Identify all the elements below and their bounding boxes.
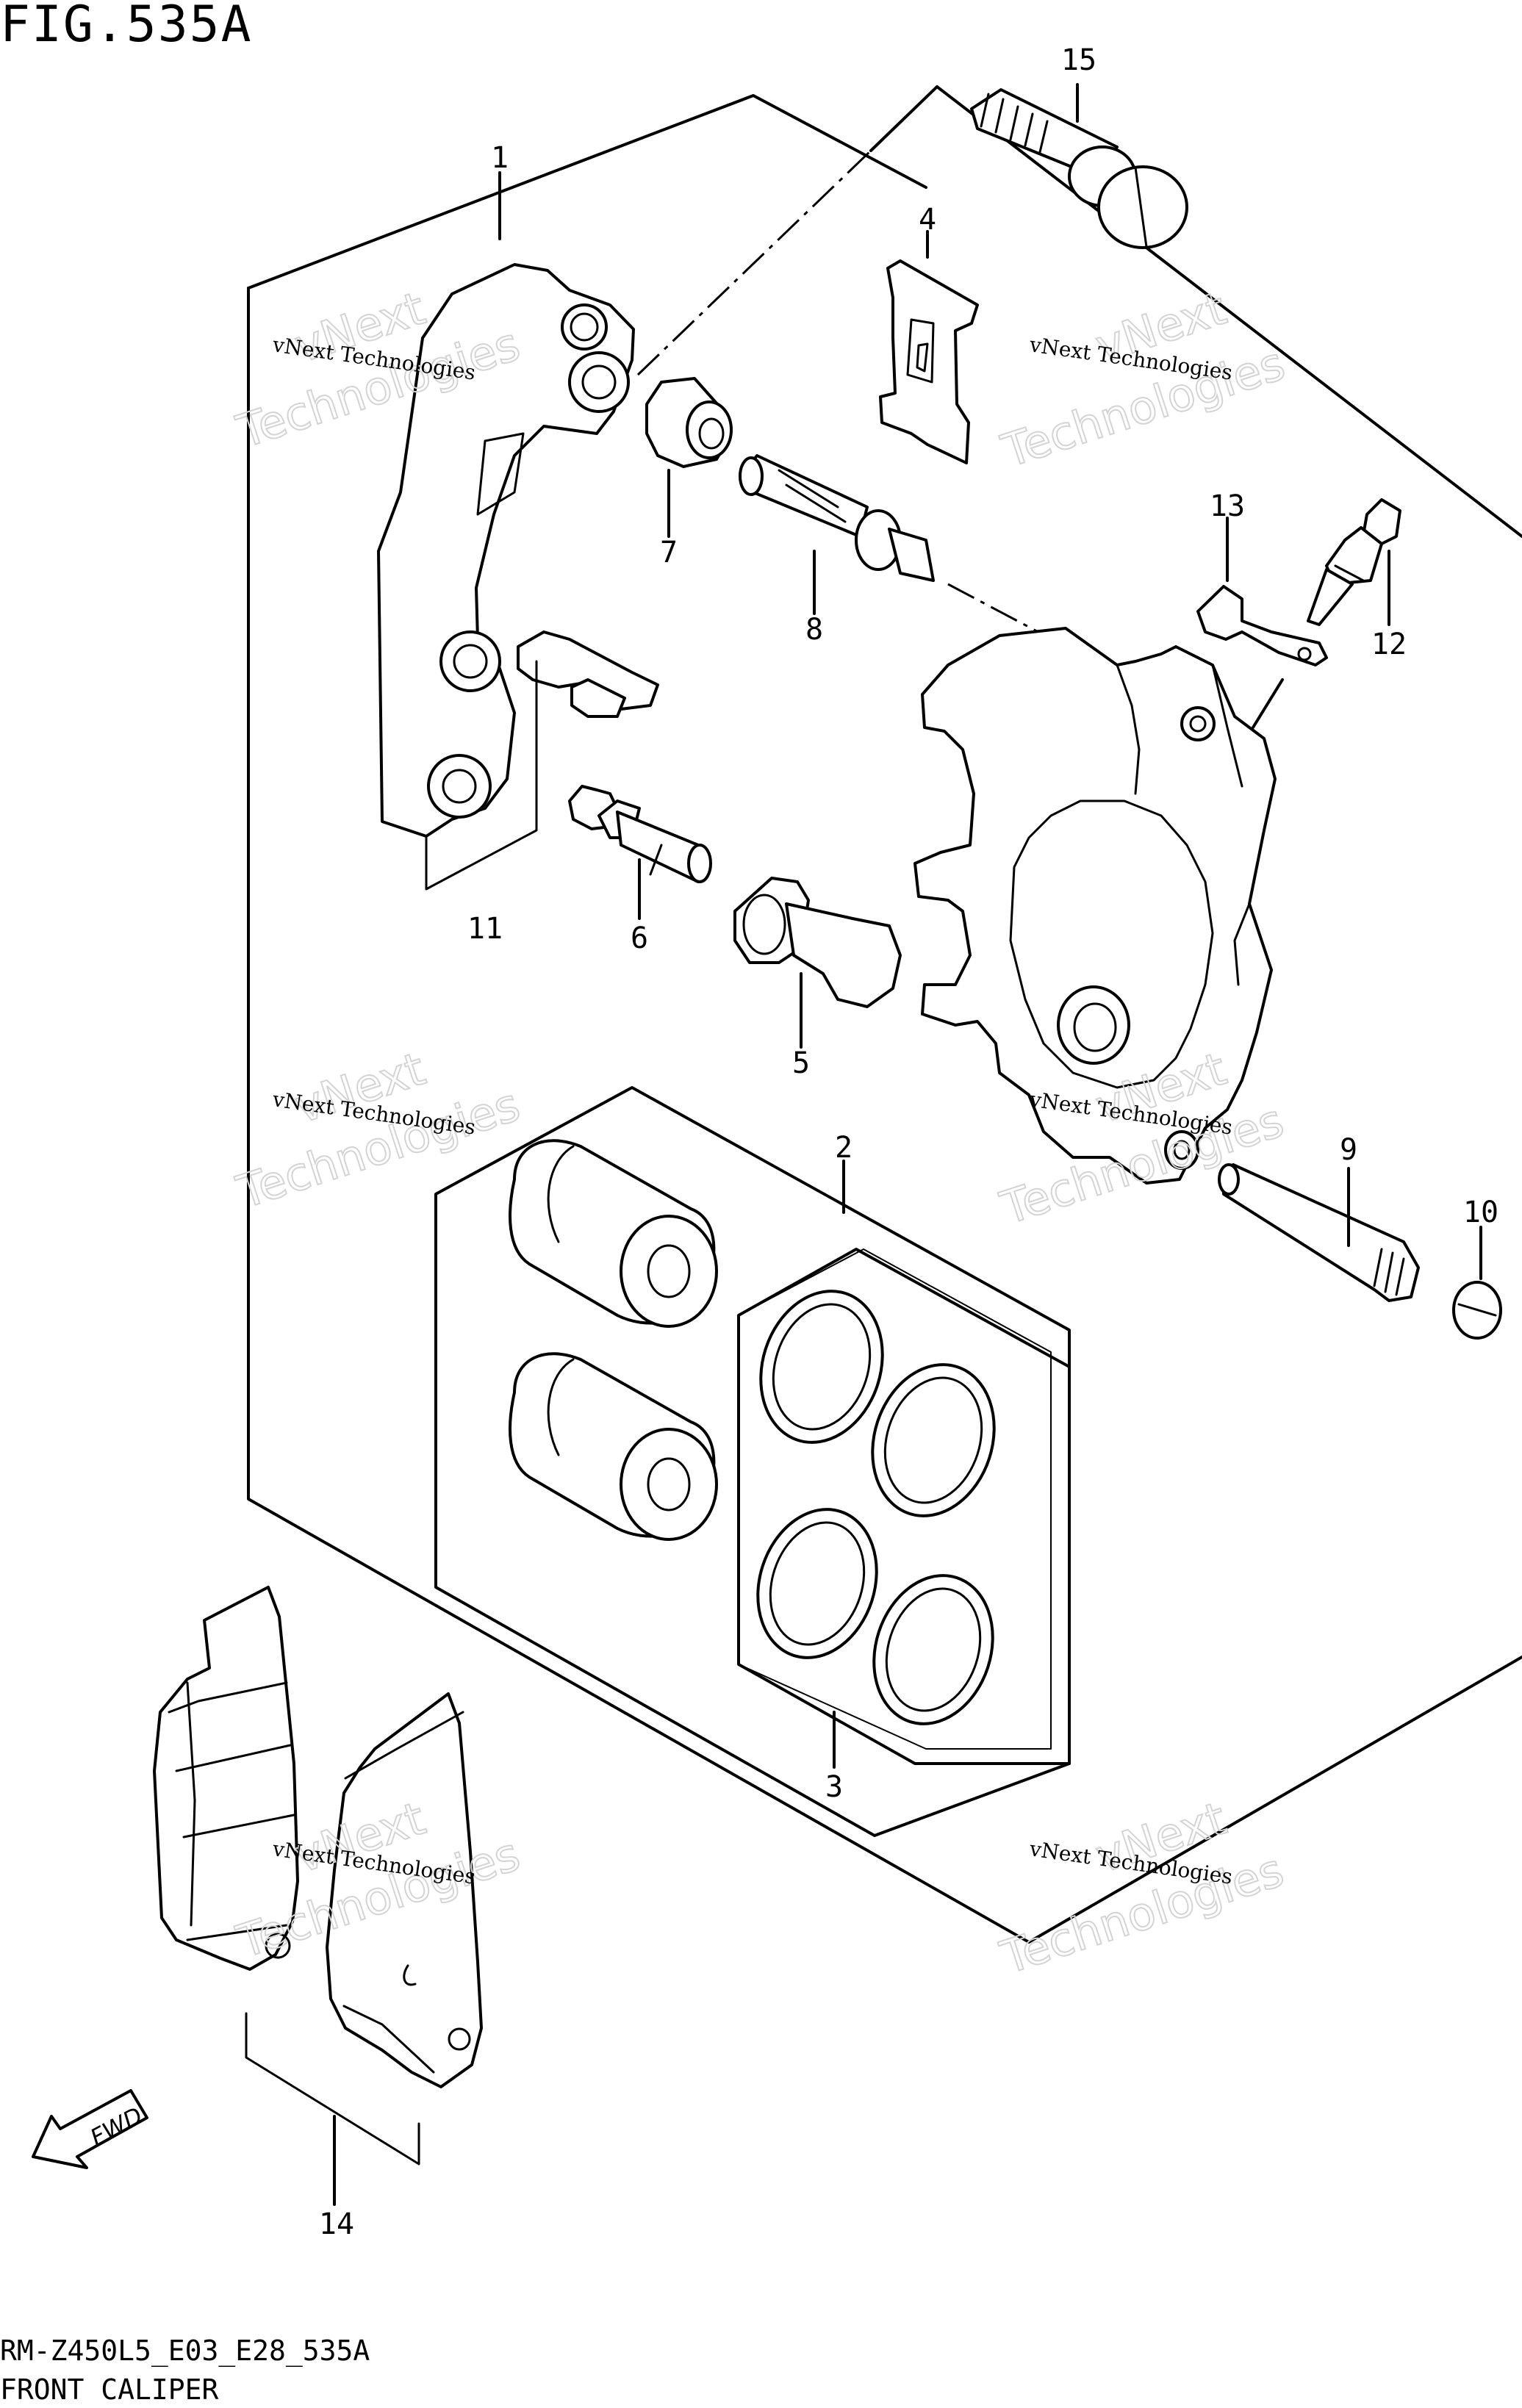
slide-pin-8-icon: [739, 454, 935, 615]
callout-14: 14: [319, 2207, 354, 2241]
callout-11: 11: [467, 912, 503, 946]
callout-1: 1: [491, 141, 509, 175]
seal-set-3-icon: [737, 1248, 1071, 1769]
fwd-arrow-icon: FWD: [32, 2089, 148, 2169]
callout-9: 9: [1340, 1133, 1357, 1167]
piston-set-2-icon: [434, 1086, 1071, 1837]
callout-4: 4: [919, 203, 936, 237]
callout-7: 7: [660, 536, 678, 569]
caliper-bracket-1-icon: [377, 171, 635, 838]
callout-8: 8: [805, 613, 823, 647]
slide-pin-6-icon: [568, 785, 712, 920]
callout-13: 13: [1210, 489, 1245, 523]
drawing-name: FRONT CALIPER: [0, 2373, 219, 2406]
callout-15: 15: [1061, 43, 1096, 77]
callout-6: 6: [631, 921, 648, 955]
assembly-outline: [247, 85, 1522, 1944]
caliper-body-icon: [913, 627, 1284, 1185]
pin-boot-5-icon: [733, 877, 902, 1049]
brake-pads-14-icon: [153, 1586, 483, 2206]
pin-9-icon: [1218, 1163, 1420, 1302]
pad-spring-4-icon: [879, 230, 979, 464]
boot-7-icon: [645, 377, 733, 538]
bolt-15-icon: [970, 83, 1188, 249]
drawing-code: RM-Z450L5_E03_E28_535A: [0, 2335, 370, 2367]
callout-3: 3: [825, 1770, 843, 1804]
bleeder-valve-12-icon: [1307, 498, 1401, 626]
callout-10: 10: [1463, 1196, 1498, 1229]
watermark-bottom-right: vNext Technologies vNext Technologies: [994, 1791, 1291, 1985]
pad-spring-11-icon: [425, 630, 659, 891]
callout-12: 12: [1371, 628, 1407, 661]
watermark-top-right: vNext Technologies vNext Technologies: [994, 281, 1291, 479]
callout-2: 2: [835, 1131, 852, 1165]
plug-10-icon: [1452, 1226, 1502, 1340]
callout-5: 5: [792, 1046, 810, 1080]
watermark-mid-left: vNext Technologies vNext Technologies: [229, 1041, 526, 1220]
figure-title: FIG.535A: [0, 0, 253, 54]
bleeder-cap-13-icon: [1196, 517, 1328, 666]
